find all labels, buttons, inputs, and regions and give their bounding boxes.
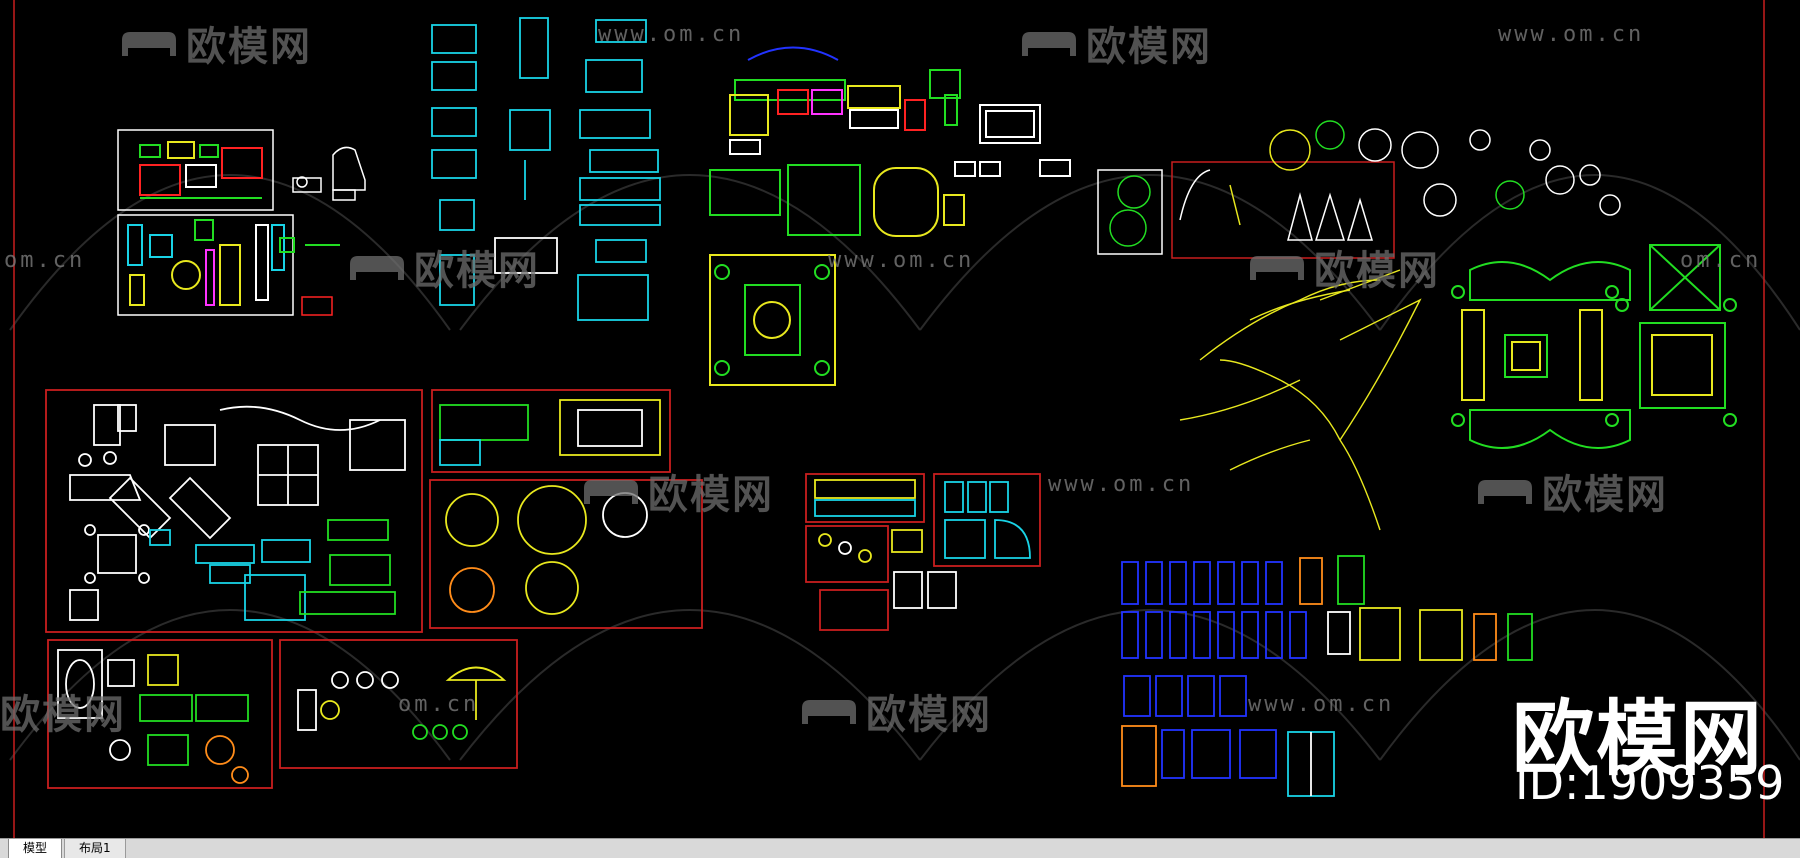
brand-stamp-title: 欧模网	[1512, 692, 1765, 787]
watermark-brand-text: 欧模网	[0, 692, 126, 738]
sofa-logo-icon	[350, 256, 404, 280]
watermark-url-8: www.om.cn	[1248, 692, 1395, 717]
sofa-logo-icon	[122, 32, 176, 56]
watermark-logo-8: 欧模网	[798, 682, 992, 740]
watermark-url-1: www.om.cn	[598, 22, 745, 47]
sofa-logo-icon	[1022, 32, 1076, 56]
watermark-url-3: om.cn	[4, 248, 86, 273]
sofa-logo-icon	[1478, 480, 1532, 504]
watermark-brand-text: 欧模网	[648, 472, 774, 518]
watermark-logo-3: 欧模网	[346, 238, 540, 296]
tab-model[interactable]: 模型	[8, 839, 63, 858]
layout-tab-bar: 模型 布局1	[0, 838, 1800, 858]
watermark-url-4: www.om.cn	[828, 248, 975, 273]
watermark-brand-text: 欧模网	[186, 24, 312, 70]
block-group-kitchen-and-tables[interactable]	[429, 389, 703, 629]
block-group-dining-sets[interactable]	[47, 639, 518, 789]
watermark-logo-7: 欧模网	[0, 682, 126, 740]
watermark-arcs	[9, 174, 1800, 761]
block-group-cyan-furniture[interactable]	[431, 17, 661, 321]
block-group-plants[interactable]	[1097, 120, 1621, 259]
block-group-top-left[interactable]	[117, 129, 366, 316]
block-group-ornament-panels[interactable]	[1451, 244, 1737, 449]
block-group-pine-tree[interactable]	[1179, 269, 1422, 531]
watermark-brand-text: 欧模网	[1086, 24, 1212, 70]
sofa-logo-icon	[1250, 256, 1304, 280]
drawing-canvas[interactable]	[0, 0, 1800, 838]
watermark-url-6: www.om.cn	[1048, 472, 1195, 497]
sofa-logo-icon	[584, 480, 638, 504]
block-group-doors[interactable]	[1121, 555, 1533, 797]
watermark-brand-text: 欧模网	[866, 692, 992, 738]
watermark-logo-2: 欧模网	[1018, 14, 1212, 72]
watermark-logo-5: 欧模网	[580, 462, 774, 520]
tab-layout1[interactable]: 布局1	[64, 839, 126, 858]
watermark-brand-text: 欧模网	[1542, 472, 1668, 518]
watermark-logo-6: 欧模网	[1474, 462, 1668, 520]
brand-stamp-id: ID:1909359	[1515, 756, 1785, 810]
sofa-logo-icon	[802, 700, 856, 724]
block-group-office-layout[interactable]	[45, 389, 423, 633]
watermark-url-5: om.cn	[1680, 248, 1762, 273]
watermark-brand-text: 欧模网	[1314, 248, 1440, 294]
watermark-brand-text: 欧模网	[414, 248, 540, 294]
watermark-logo-1: 欧模网	[118, 14, 312, 72]
watermark-url-7: om.cn	[398, 692, 480, 717]
watermark-url-2: www.om.cn	[1498, 22, 1645, 47]
block-group-bathroom[interactable]	[805, 473, 1041, 631]
block-group-sofa-sets[interactable]	[709, 46, 1071, 386]
watermark-logo-4: 欧模网	[1246, 238, 1440, 296]
